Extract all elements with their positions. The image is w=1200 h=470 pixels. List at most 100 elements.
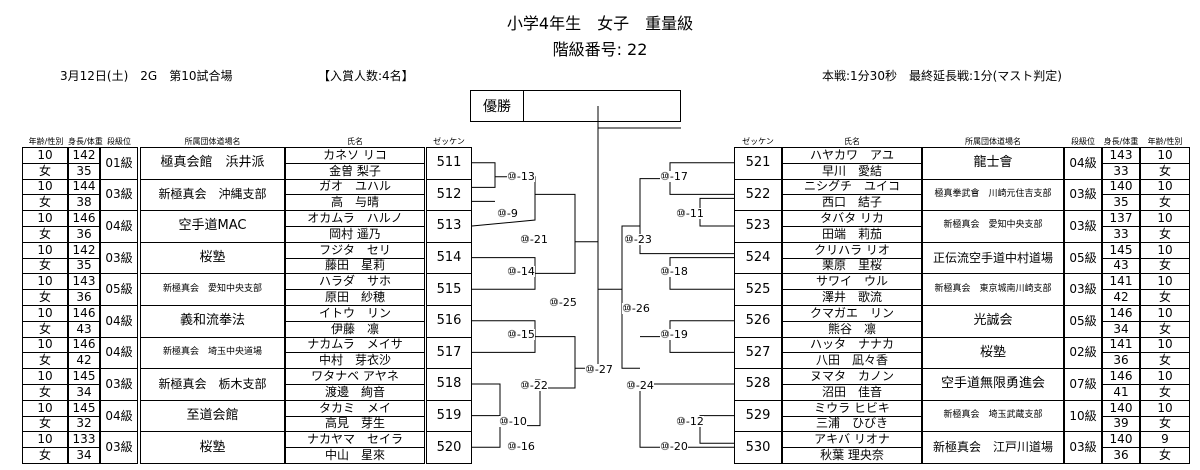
- name-kanji: 八田 凪々香: [815, 353, 888, 368]
- height: 143: [1109, 147, 1133, 162]
- match-number: -25: [558, 296, 577, 310]
- match-number: -24: [635, 379, 654, 392]
- height: 142: [72, 242, 96, 257]
- age: 10: [1157, 147, 1173, 162]
- weight: 43: [1113, 258, 1129, 273]
- gender: 女: [38, 321, 51, 336]
- name-kana: ハヤカワ アユ: [809, 147, 894, 162]
- gender: 女: [38, 384, 51, 399]
- height: 133: [72, 432, 96, 447]
- match-number: -19: [669, 327, 688, 341]
- grid-cell: [285, 447, 425, 464]
- gender: 女: [38, 195, 51, 210]
- height: 145: [72, 369, 96, 384]
- zekken-number: 515: [436, 281, 462, 297]
- match-label: ⑩-12: [676, 414, 704, 428]
- bracket-line: [575, 241, 599, 369]
- gender: 女: [38, 258, 51, 273]
- height: 146: [72, 211, 96, 226]
- match-number: -10: [508, 414, 527, 428]
- height: 144: [72, 179, 96, 194]
- match-label: ⑩-23: [624, 234, 652, 245]
- bracket-line: [472, 162, 496, 188]
- grid-cell: [426, 431, 472, 464]
- match-court-number: ⑩: [549, 296, 559, 310]
- gender: 女: [1158, 226, 1171, 241]
- match-number: -11: [685, 207, 704, 221]
- match-number: -20: [669, 440, 688, 454]
- bracket-line: [699, 197, 734, 227]
- age: 10: [37, 274, 53, 289]
- match-court-number: ⑩: [660, 169, 670, 183]
- zekken-number: 524: [745, 250, 771, 266]
- header-age-gender-right: 年齢/性別: [1147, 137, 1183, 146]
- match-number: -12: [685, 414, 704, 428]
- rank: 05級: [105, 282, 133, 297]
- age: 10: [1157, 369, 1173, 384]
- name-kana: ナカヤマ セイラ: [306, 432, 403, 447]
- rank: 05級: [1069, 250, 1097, 265]
- match-number: -18: [669, 264, 688, 278]
- name-kanji: 中村 芽衣沙: [318, 353, 391, 368]
- height: 143: [72, 274, 96, 289]
- age: 10: [1157, 400, 1173, 415]
- header-name-right: 氏名: [844, 137, 860, 146]
- grid-cell: [68, 447, 100, 464]
- height: 146: [72, 305, 96, 320]
- header-age-gender-left: 年齢/性別: [28, 137, 64, 146]
- height: 146: [1109, 369, 1133, 384]
- grid-cell: [1102, 447, 1140, 464]
- height: 141: [1109, 274, 1133, 289]
- rank: 03級: [105, 376, 133, 391]
- match-label: ⑩-27: [585, 364, 613, 376]
- dojo-name: 新極真会 埼玉中央道場: [162, 346, 262, 357]
- page-title: 小学4年生 女子 重量級: [506, 14, 694, 33]
- name-kanji: 熊谷 凛: [827, 321, 876, 336]
- weight: 39: [1113, 416, 1129, 431]
- name-kana: ワタナベ アヤネ: [311, 369, 399, 384]
- match-court-number: ⑩: [507, 440, 517, 454]
- dojo-name: 至道会館: [186, 408, 239, 424]
- gender: 女: [38, 416, 51, 431]
- name-kana: フジタ セリ: [319, 242, 391, 257]
- zekken-number: 519: [436, 408, 462, 424]
- match-court-number: ⑩: [660, 440, 670, 454]
- champion-box: 優勝: [470, 90, 681, 122]
- name-kanji: 早川 愛結: [821, 163, 882, 178]
- match-number: -17: [669, 169, 688, 183]
- match-court-number: ⑩: [507, 264, 517, 278]
- weight: 32: [76, 416, 92, 431]
- match-rules: 本戦:1分30秒 最終延長戦:1分(マスト判定): [822, 69, 1062, 83]
- match-court-number: ⑩: [622, 302, 632, 316]
- header-dojo-left: 所属団体道場名: [184, 137, 241, 146]
- weight: 36: [1113, 448, 1129, 463]
- gender: 女: [1158, 448, 1171, 463]
- rank: 03級: [105, 250, 133, 265]
- age: 10: [1157, 242, 1173, 257]
- grid-cell: [100, 431, 138, 464]
- age: 10: [37, 179, 53, 194]
- name-kanji: 伊藤 凛: [330, 321, 379, 336]
- match-label: ⑩-15: [507, 328, 535, 340]
- age: 10: [37, 369, 53, 384]
- dojo-name: 桜塾: [199, 439, 226, 455]
- gender: 女: [1158, 353, 1171, 368]
- rank: 03級: [105, 187, 133, 202]
- age: 10: [37, 147, 53, 162]
- rank: 02級: [1069, 345, 1097, 360]
- dojo-name: 極真拳武會 川崎元住吉支部: [934, 188, 1052, 199]
- gender: 女: [38, 226, 51, 241]
- zekken-number: 512: [436, 186, 462, 202]
- rank: 04級: [105, 218, 133, 233]
- gender: 女: [38, 448, 51, 463]
- name-kanji: 西口 結子: [821, 195, 882, 210]
- match-label: ⑩-18: [660, 264, 688, 278]
- weight: 43: [76, 321, 92, 336]
- rank: 05級: [1069, 313, 1097, 328]
- gender: 女: [38, 290, 51, 305]
- match-number: -16: [516, 440, 535, 454]
- match-number: -26: [631, 302, 650, 316]
- height: 145: [1109, 242, 1133, 257]
- zekken-number: 523: [745, 218, 771, 234]
- dojo-name: 極真会館 浜井派: [160, 155, 265, 171]
